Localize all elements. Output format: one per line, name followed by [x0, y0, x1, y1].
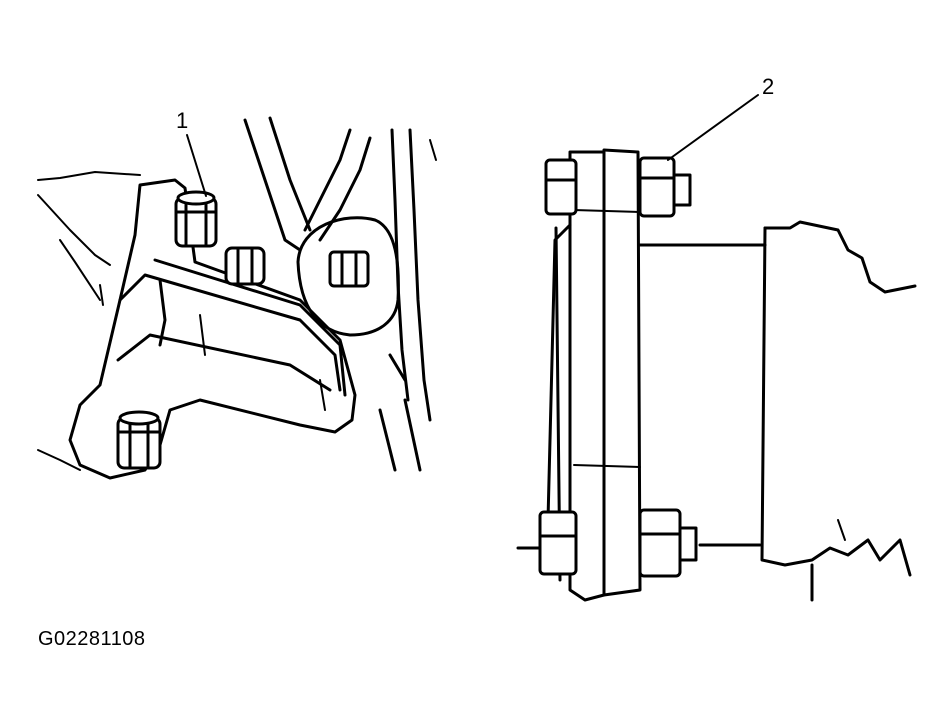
leader-line-2 — [667, 94, 759, 161]
callout-label-1: 1 — [176, 108, 189, 133]
figure-id: G02281108 — [38, 628, 146, 650]
right-view-side-mount — [516, 148, 917, 602]
callout-label-2: 2 — [762, 74, 775, 99]
stud-nut — [328, 250, 370, 288]
bolt-1 — [174, 190, 218, 248]
bolt-top-right — [544, 156, 692, 218]
bolt-small — [224, 246, 266, 286]
bolt-bottom-right — [538, 508, 698, 578]
leader-line-1 — [186, 134, 207, 197]
bolt-lower — [116, 410, 162, 470]
left-view-engine-bracket — [37, 116, 437, 480]
